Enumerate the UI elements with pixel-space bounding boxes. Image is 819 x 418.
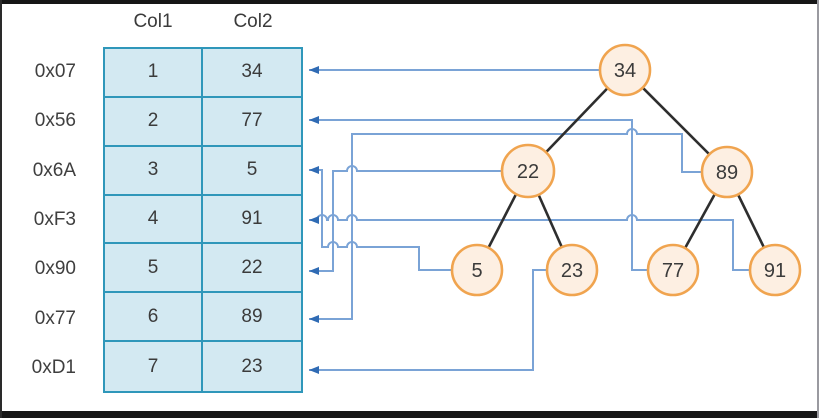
address-label: 0x07 — [34, 60, 76, 82]
tree-edge-89-91 — [725, 171, 777, 271]
table-cell-col1: 7 — [105, 342, 203, 391]
tree-edge-89-77 — [671, 171, 729, 271]
address-label: 0x6A — [32, 159, 76, 181]
tree-node-5 — [450, 243, 504, 297]
tree-node-23 — [545, 243, 599, 297]
tree-edge-34-89 — [624, 69, 728, 173]
pointer-layer — [309, 66, 750, 374]
pointer-23-to-0xD1 — [309, 269, 547, 374]
address-label: 0x56 — [34, 110, 76, 132]
tree-node-22 — [500, 143, 556, 199]
frame-left-bar — [0, 0, 2, 418]
frame-bottom-bar — [0, 411, 819, 418]
table-cell-col1: 5 — [105, 244, 203, 294]
table-cell-col2: 91 — [203, 195, 301, 245]
table-cell-col1: 6 — [105, 293, 203, 343]
node-layer: 34 22 89 5 23 77 91 — [450, 43, 802, 297]
table-cell-col2: 5 — [203, 146, 301, 196]
tree-node-label: 23 — [561, 260, 583, 282]
pointer-5-to-0x6A — [309, 166, 452, 271]
col2-header: Col2 — [233, 11, 273, 32]
table-cell-col2: 34 — [203, 49, 301, 98]
address-label: 0x90 — [34, 258, 76, 280]
table-cell-col1: 4 — [105, 195, 203, 245]
tree-edge-22-23 — [526, 170, 574, 271]
table-cell-col1: 1 — [105, 49, 203, 98]
tree-node-label: 34 — [614, 60, 636, 82]
tree-node-91 — [748, 243, 802, 297]
pointer-91-to-0xF3 — [309, 214, 750, 271]
tree-edge-34-22 — [527, 69, 626, 172]
address-labels: 0x07 0x56 0x6A 0xF3 0x90 0x77 0xD1 — [8, 47, 78, 393]
tree-node-label: 22 — [517, 161, 539, 183]
tree-node-34 — [598, 43, 652, 97]
pointer-22-to-0x90 — [309, 165, 501, 275]
table-cell-col2: 23 — [203, 342, 301, 391]
frame-top-bar — [0, 0, 819, 4]
tree-node-89 — [700, 145, 754, 199]
table-cell-col1: 3 — [105, 146, 203, 196]
tree-node-label: 5 — [471, 260, 482, 282]
tree-node-label: 91 — [764, 260, 786, 282]
address-label: 0x77 — [34, 307, 76, 329]
table-cell-col2: 89 — [203, 293, 301, 343]
address-label: 0xD1 — [31, 357, 76, 379]
table-cell-col1: 2 — [105, 97, 203, 147]
edge-layer — [475, 69, 777, 271]
pointer-77-to-0x56 — [309, 116, 648, 271]
tree-node-label: 89 — [716, 162, 738, 184]
col1-header: Col1 — [133, 11, 173, 32]
column-headers: Col1 Col2 — [103, 4, 303, 40]
tree-edge-22-5 — [475, 170, 530, 271]
tree-node-label: 77 — [662, 260, 684, 282]
tree-node-77 — [646, 243, 700, 297]
pointer-89-to-0x77 — [309, 128, 702, 323]
frame-right-bar — [817, 0, 819, 418]
address-label: 0xF3 — [33, 208, 76, 230]
table-cell-col2: 77 — [203, 97, 301, 147]
table-cell-col2: 22 — [203, 244, 301, 294]
